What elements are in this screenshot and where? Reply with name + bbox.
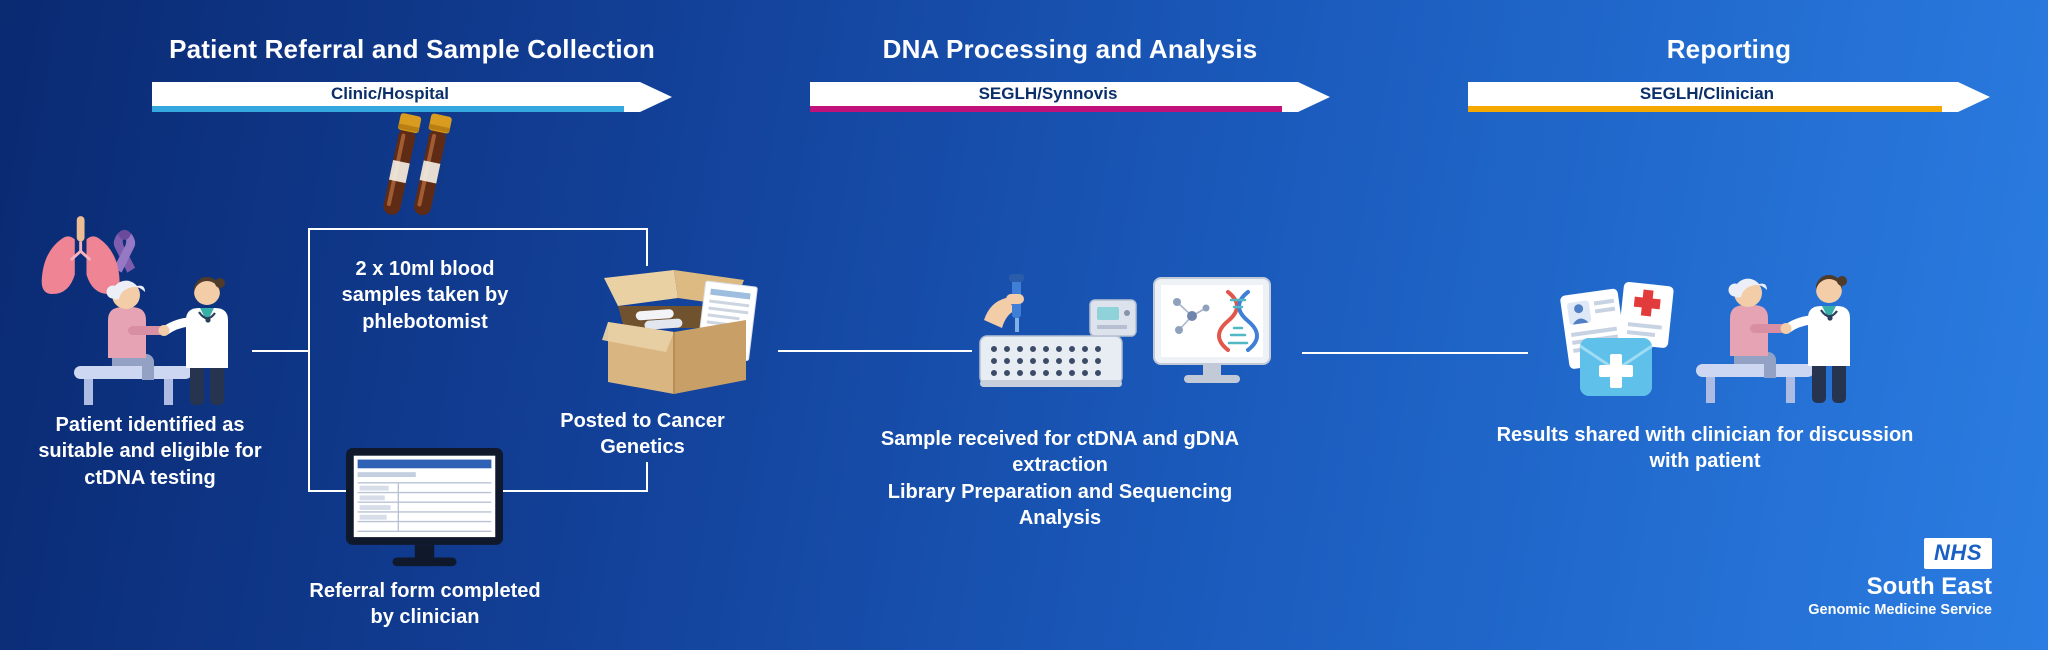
caption-patient-identified: Patient identified as suitable and eligi… bbox=[38, 414, 262, 489]
results-envelope-icon bbox=[1579, 338, 1653, 396]
blood-sample-tubes-icon bbox=[383, 113, 452, 216]
phase-banner-processing: SEGLH/Synnovis bbox=[810, 82, 1330, 112]
connector-bottom-rise-to-box bbox=[646, 462, 648, 492]
nhs-logo-block: NHS South East Genomic Medicine Service bbox=[1808, 538, 1992, 619]
phase-owner-label-reporting: SEGLH/Clinician bbox=[1639, 84, 1775, 103]
medical-report-icon bbox=[1618, 281, 1674, 348]
phase-title-reporting: Reporting bbox=[1666, 34, 1792, 64]
results-documents-icon bbox=[1560, 281, 1674, 396]
phase-owner-label-referral: Clinic/Hospital bbox=[330, 84, 450, 103]
phase-owner-label-processing: SEGLH/Synnovis bbox=[978, 84, 1118, 103]
patient-clinician-discussion-illustration bbox=[1690, 260, 1880, 415]
well-plate-instrument-icon bbox=[979, 335, 1123, 387]
postal-box-with-forms-icon bbox=[602, 270, 758, 394]
lab-processing-icon bbox=[979, 274, 1271, 387]
phase-title-referral: Patient Referral and Sample Collection bbox=[169, 34, 655, 64]
nhs-service-label: Genomic Medicine Service bbox=[1808, 602, 1992, 619]
phase-accent-strip-reporting bbox=[1468, 106, 1942, 112]
patient-with-clinician-illustration bbox=[68, 262, 258, 417]
pipette-hand-icon bbox=[984, 274, 1024, 332]
phase-banner-referral: Clinic/Hospital bbox=[152, 82, 672, 112]
awareness-ribbon-icon bbox=[113, 229, 136, 273]
phase-accent-strip-referral bbox=[152, 106, 624, 112]
nhs-region-label: South East bbox=[1866, 573, 1992, 600]
results-documents-illustration bbox=[1552, 280, 1687, 410]
connector-lab-to-results bbox=[1302, 352, 1528, 354]
connector-branch-vertical bbox=[308, 228, 310, 492]
blood-tubes-illustration bbox=[372, 110, 467, 250]
connector-box-to-lab bbox=[778, 350, 972, 352]
lab-processing-illustration bbox=[972, 272, 1277, 412]
caption-results-shared: Results shared with clinician for discus… bbox=[1496, 424, 1914, 473]
caption-blood-samples: 2 x 10ml blood samples taken by phleboto… bbox=[341, 258, 509, 333]
referral-form-monitor-icon bbox=[345, 447, 504, 567]
connector-top-horizontal bbox=[308, 228, 648, 230]
dna-analysis-monitor-icon bbox=[1153, 277, 1271, 383]
lungs-icon bbox=[41, 216, 136, 295]
dna-helix-icon bbox=[1217, 290, 1259, 352]
caption-processing: Sample received for ctDNA and gDNA extra… bbox=[880, 426, 1240, 532]
phase-title-processing: DNA Processing and Analysis bbox=[882, 34, 1258, 64]
caption-processing-line-2: Library Preparation and Sequencing Analy… bbox=[887, 480, 1233, 530]
patient-clinician-icon bbox=[1690, 260, 1880, 410]
sequencer-instrument-icon bbox=[1089, 299, 1137, 337]
caption-processing-line-1: Sample received for ctDNA and gDNA extra… bbox=[880, 428, 1240, 477]
connector-patient-to-branch bbox=[252, 350, 310, 352]
caption-referral-form: Referral form completed by clinician bbox=[309, 580, 541, 629]
referral-monitor-illustration bbox=[342, 446, 507, 577]
lungs-illustration bbox=[30, 212, 142, 310]
caption-posted-to: Posted to Cancer Genetics bbox=[560, 410, 725, 459]
connector-top-drop-to-box bbox=[646, 228, 648, 266]
postal-box-illustration bbox=[578, 260, 773, 410]
nhs-logo: NHS bbox=[1924, 538, 1992, 569]
patient-clinician-icon bbox=[68, 262, 258, 412]
phase-banner-reporting: SEGLH/Clinician bbox=[1468, 82, 1990, 112]
phase-accent-strip-processing bbox=[810, 106, 1282, 112]
